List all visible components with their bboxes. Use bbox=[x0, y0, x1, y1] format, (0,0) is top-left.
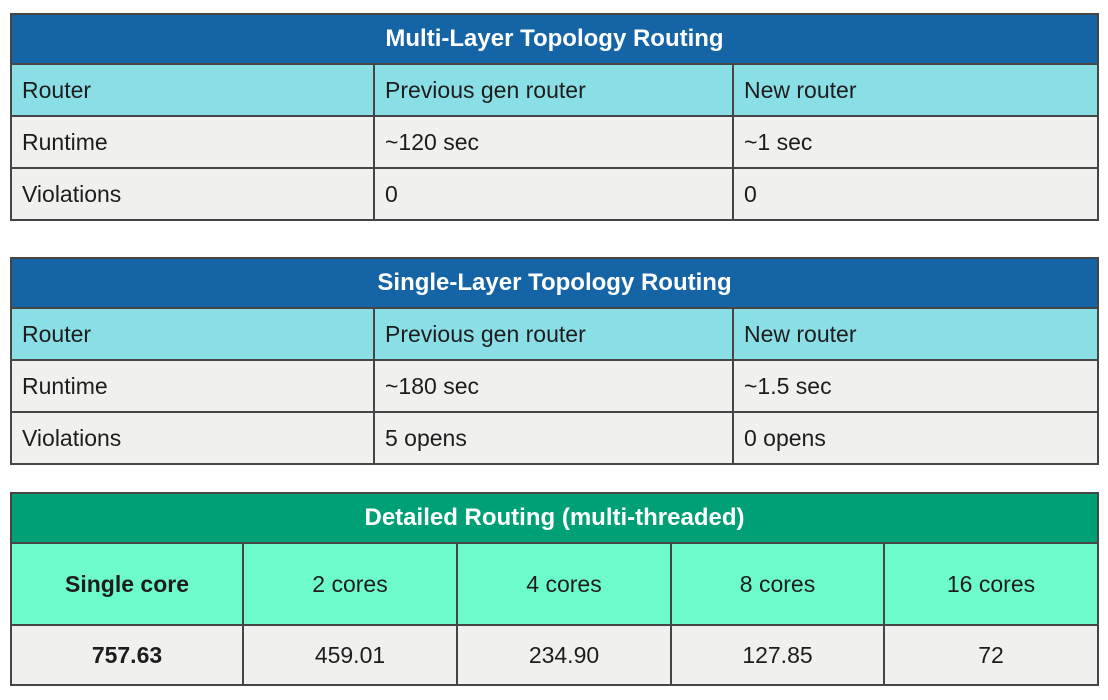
header-cell-router: Router bbox=[10, 63, 375, 117]
table-row-violations: Violations 5 opens 0 opens bbox=[10, 411, 1099, 465]
table-row-runtime: Runtime ~120 sec ~1 sec bbox=[10, 115, 1099, 169]
2-cores-value: 459.01 bbox=[242, 624, 458, 686]
row-label-runtime: Runtime bbox=[10, 359, 375, 413]
header-cell-previous-gen-router: Previous gen router bbox=[373, 307, 734, 361]
violations-previous-gen-value: 0 bbox=[373, 167, 734, 221]
header-cell-8-cores: 8 cores bbox=[670, 542, 885, 626]
table-title: Multi-Layer Topology Routing bbox=[10, 13, 1099, 65]
violations-new-router-value: 0 bbox=[732, 167, 1099, 221]
header-cell-previous-gen-router: Previous gen router bbox=[373, 63, 734, 117]
single-core-value: 757.63 bbox=[10, 624, 244, 686]
header-cell-2-cores: 2 cores bbox=[242, 542, 458, 626]
4-cores-value: 234.90 bbox=[456, 624, 672, 686]
single-layer-topology-routing-table: Single-Layer Topology Routing Router Pre… bbox=[10, 257, 1099, 465]
runtime-values-row: 757.63 459.01 234.90 127.85 72 bbox=[10, 624, 1100, 686]
column-header-row: Router Previous gen router New router bbox=[10, 307, 1099, 361]
table-title-row: Multi-Layer Topology Routing bbox=[10, 13, 1099, 65]
table-title-row: Detailed Routing (multi-threaded) bbox=[9, 492, 1100, 544]
header-cell-new-router: New router bbox=[732, 63, 1099, 117]
runtime-new-router-value: ~1.5 sec bbox=[732, 359, 1099, 413]
violations-new-router-value: 0 opens bbox=[732, 411, 1099, 465]
table-row-violations: Violations 0 0 bbox=[10, 167, 1099, 221]
table-title: Detailed Routing (multi-threaded) bbox=[9, 492, 1100, 544]
table-title-row: Single-Layer Topology Routing bbox=[10, 257, 1099, 309]
header-cell-router: Router bbox=[10, 307, 375, 361]
column-header-row: Single core 2 cores 4 cores 8 cores 16 c… bbox=[10, 542, 1100, 626]
table-row-runtime: Runtime ~180 sec ~1.5 sec bbox=[10, 359, 1099, 413]
header-cell-16-cores: 16 cores bbox=[882, 542, 1100, 626]
violations-previous-gen-value: 5 opens bbox=[373, 411, 734, 465]
row-label-runtime: Runtime bbox=[10, 115, 375, 169]
8-cores-value: 127.85 bbox=[670, 624, 885, 686]
runtime-new-router-value: ~1 sec bbox=[732, 115, 1099, 169]
header-cell-single-core: Single core bbox=[10, 542, 244, 626]
column-header-row: Router Previous gen router New router bbox=[10, 63, 1099, 117]
row-label-violations: Violations bbox=[10, 411, 375, 465]
runtime-previous-gen-value: ~120 sec bbox=[373, 115, 734, 169]
runtime-previous-gen-value: ~180 sec bbox=[373, 359, 734, 413]
header-cell-new-router: New router bbox=[732, 307, 1099, 361]
table-title: Single-Layer Topology Routing bbox=[10, 257, 1099, 309]
row-label-violations: Violations bbox=[10, 167, 375, 221]
header-cell-4-cores: 4 cores bbox=[456, 542, 672, 626]
16-cores-value: 72 bbox=[882, 624, 1100, 686]
multi-layer-topology-routing-table: Multi-Layer Topology Routing Router Prev… bbox=[10, 13, 1099, 221]
detailed-routing-table: Detailed Routing (multi-threaded) Single… bbox=[9, 492, 1100, 686]
